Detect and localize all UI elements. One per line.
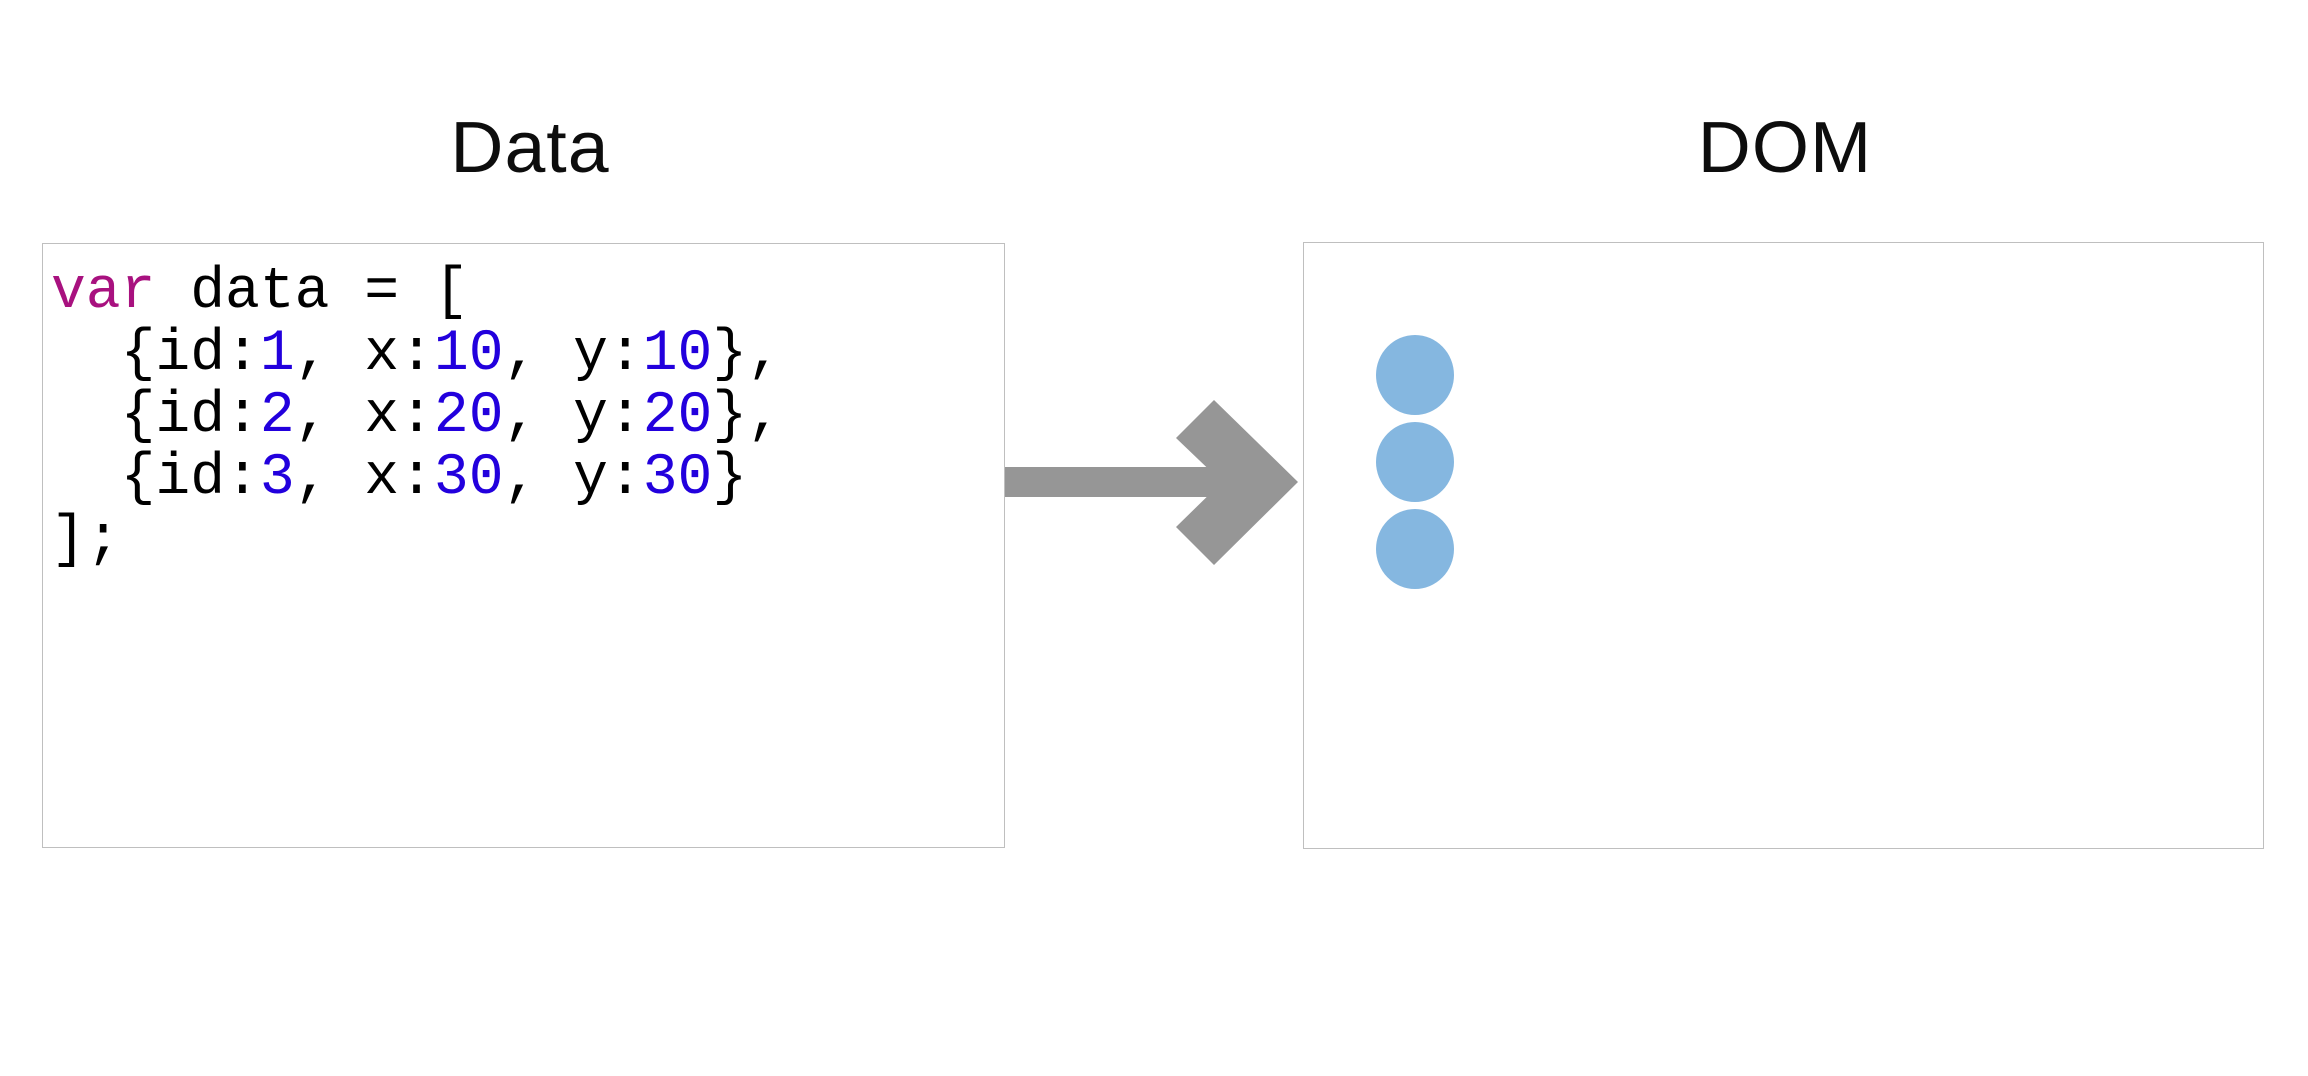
code-token-number: 2 <box>259 384 295 449</box>
code-line: ]; <box>51 510 1004 572</box>
javascript-code-block: var data = [ {id:1, x:10, y:10}, {id:2, … <box>51 262 1004 572</box>
code-token-number: 1 <box>259 322 295 387</box>
data-column-heading: Data <box>450 108 610 188</box>
code-token-plain: {id: <box>51 384 260 449</box>
code-token-keyword: var <box>51 260 156 325</box>
arrow-head <box>1176 400 1298 565</box>
code-line: {id:1, x:10, y:10}, <box>51 324 1004 386</box>
code-token-plain: , x: <box>294 322 434 387</box>
code-token-plain: , y: <box>503 446 643 511</box>
code-token-plain: , x: <box>294 384 434 449</box>
right-arrow-icon <box>1005 400 1305 565</box>
dom-circle-list <box>1304 243 2263 848</box>
code-token-plain: , y: <box>503 322 643 387</box>
code-token-plain: data = [ <box>155 260 469 325</box>
code-token-plain: } <box>712 446 748 511</box>
code-token-number: 20 <box>433 384 504 449</box>
dom-circle <box>1376 335 1454 415</box>
dom-column-heading: DOM <box>1697 108 1873 188</box>
code-token-plain: }, <box>712 384 782 449</box>
dom-render-panel <box>1303 242 2264 849</box>
code-token-number: 30 <box>433 446 504 511</box>
code-token-plain: ]; <box>51 508 121 573</box>
code-token-plain: {id: <box>51 446 260 511</box>
data-code-panel: var data = [ {id:1, x:10, y:10}, {id:2, … <box>42 243 1005 848</box>
code-token-plain: {id: <box>51 322 260 387</box>
code-line: var data = [ <box>51 262 1004 324</box>
code-line: {id:2, x:20, y:20}, <box>51 386 1004 448</box>
code-token-plain: , x: <box>294 446 434 511</box>
right-arrow-svg <box>1005 400 1298 565</box>
code-line: {id:3, x:30, y:30} <box>51 448 1004 510</box>
code-token-number: 3 <box>259 446 295 511</box>
dom-circle <box>1376 509 1454 589</box>
code-token-plain: }, <box>712 322 782 387</box>
code-token-number: 20 <box>642 384 713 449</box>
code-token-number: 30 <box>642 446 713 511</box>
code-token-number: 10 <box>642 322 713 387</box>
code-token-plain: , y: <box>503 384 643 449</box>
dom-circle <box>1376 422 1454 502</box>
code-token-number: 10 <box>433 322 504 387</box>
